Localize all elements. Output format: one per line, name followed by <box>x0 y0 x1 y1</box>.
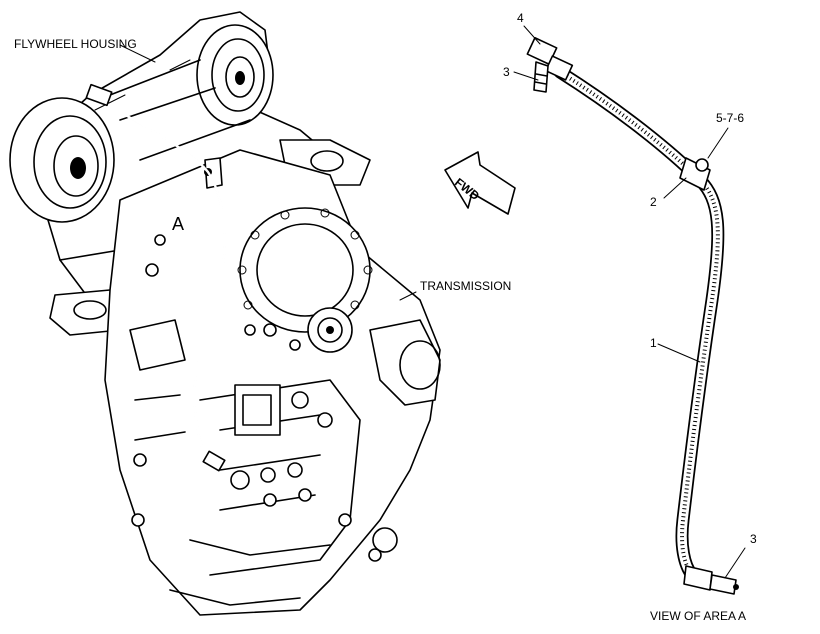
transmission-label: TRANSMISSION <box>420 279 512 293</box>
callout-3-bottom: 3 <box>750 532 757 546</box>
callout-1: 1 <box>650 336 657 350</box>
detail-hose-assembly <box>526 36 739 595</box>
plugs <box>230 323 333 507</box>
transmission <box>104 149 441 616</box>
callout-4: 4 <box>517 11 524 25</box>
fwd-arrow-icon <box>444 151 516 215</box>
leader-lines <box>119 25 746 579</box>
callout-5-7-6: 5-7-6 <box>716 111 745 125</box>
callout-2: 2 <box>650 195 657 209</box>
view-of-area-a-label: VIEW OF AREA A <box>650 609 747 623</box>
hose-on-assembly <box>85 83 227 472</box>
flywheel-housing-label: FLYWHEEL HOUSING <box>14 37 137 51</box>
bolt-ring <box>237 208 373 310</box>
callout-3-top: 3 <box>503 65 510 79</box>
area-a-label: A <box>172 214 185 234</box>
